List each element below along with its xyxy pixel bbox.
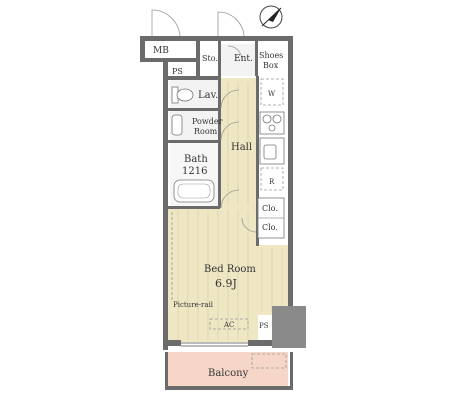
bedroom-label: Bed Room [204, 264, 256, 275]
ps-top-label: PS [172, 67, 183, 76]
ac-label: AC [223, 321, 234, 329]
storage-label: Sto. [202, 54, 218, 63]
shoes-box-label-1: Shoes [259, 51, 283, 60]
kitchen-sink-icon [259, 137, 285, 165]
powder-room-label-2: Room [194, 127, 218, 136]
bedroom-floor-right [258, 245, 288, 315]
mb-label: MB [153, 46, 169, 56]
bathtub-icon [173, 179, 215, 203]
ac-unit [209, 318, 249, 330]
north-arrow-icon [259, 5, 283, 29]
stove-icon [259, 111, 285, 135]
hall-label: Hall [231, 142, 252, 153]
walls [140, 36, 306, 390]
bath-size-label: 1216 [182, 166, 207, 177]
ps-bottom-label: PS [259, 322, 269, 330]
washer-space [260, 78, 284, 106]
powder-room-label-1: Powder [192, 117, 223, 126]
outdoor-ac-unit [251, 353, 287, 369]
closet-2-label: Clo. [262, 223, 278, 232]
balcony-label: Balcony [208, 368, 249, 379]
door-swings-top [151, 9, 245, 41]
entrance-label: Ent. [234, 54, 253, 64]
refrigerator-label: R [269, 178, 275, 186]
shoes-box-label-2: Box [263, 61, 279, 70]
toilet-icon [171, 86, 194, 104]
balcony-floor [168, 352, 288, 390]
balcony-window [181, 342, 248, 347]
washer-label: W [268, 90, 276, 98]
door-swings-interior [220, 45, 257, 233]
sink-icon [171, 114, 183, 136]
structural-column [272, 306, 306, 348]
lavatory-label: Lav. [198, 90, 218, 101]
picture-rail-label: Picture-rail [173, 301, 214, 309]
bedroom-floor [168, 207, 258, 342]
wood-stripes [177, 82, 283, 340]
refrigerator-space [260, 167, 284, 191]
bedroom-size-label: 6.9J [215, 277, 237, 290]
closet-1-label: Clo. [262, 204, 278, 213]
bath-label: Bath [184, 154, 208, 165]
entrance-floor [220, 44, 258, 76]
